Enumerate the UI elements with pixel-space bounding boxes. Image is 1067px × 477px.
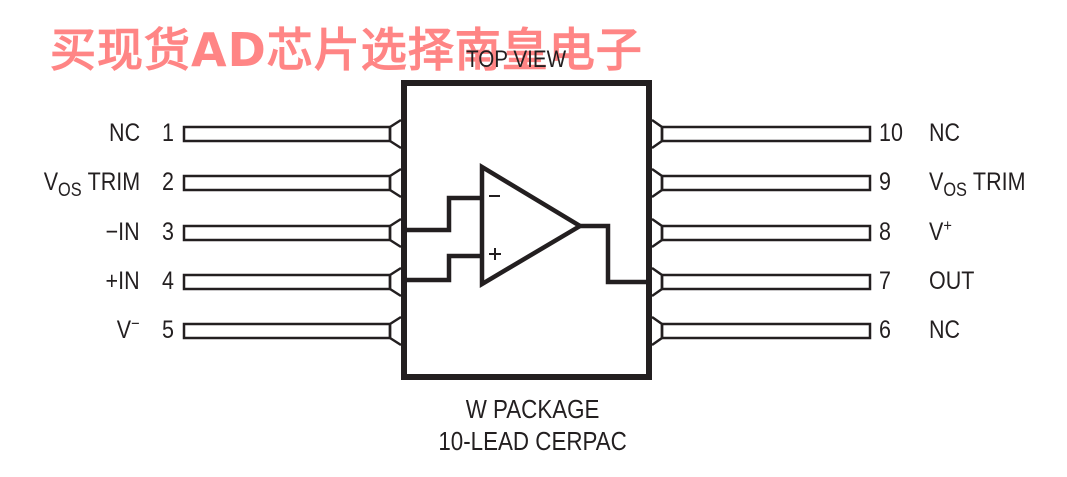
lead-body [660, 224, 872, 242]
pin-number-3: 3 [162, 218, 174, 246]
lead-body [660, 322, 872, 340]
lead-flare [388, 315, 402, 347]
pin-number-9: 9 [879, 168, 891, 196]
wire-inverting-input [404, 195, 482, 233]
pin-name-main: OUT [929, 267, 975, 295]
lead-body [182, 224, 392, 242]
pin-name-main: −IN [105, 218, 140, 246]
pin-number-6: 6 [879, 316, 891, 344]
lead-body [660, 174, 872, 192]
lead-flare [651, 217, 664, 249]
pin-name-superscript: + [943, 216, 952, 235]
pin-name-5: V− [117, 315, 140, 344]
wire-noninverting-input [404, 253, 482, 283]
lead-flare [388, 167, 402, 199]
left-leads [182, 118, 402, 347]
opamp-symbol [404, 163, 649, 288]
lead-pin-6 [651, 315, 872, 347]
pin-name-main: V [929, 218, 944, 246]
lead-pin-2 [182, 167, 402, 199]
wire-output [580, 223, 649, 285]
lead-flare [651, 266, 664, 298]
lead-body [182, 125, 392, 143]
lead-pin-8 [651, 217, 872, 249]
right-leads [651, 118, 872, 347]
lead-flare [388, 217, 402, 249]
pin-name-main: +IN [105, 267, 140, 295]
pin-name-main: NC [929, 316, 961, 344]
lead-pin-7 [651, 266, 872, 298]
pin-number-7: 7 [879, 267, 891, 295]
lead-pin-5 [182, 315, 402, 347]
pin-name-main: NC [929, 119, 961, 147]
lead-body [182, 174, 392, 192]
pin-name-6: NC [929, 318, 960, 343]
pin-name-8: V+ [929, 217, 952, 246]
lead-flare [388, 118, 402, 150]
lead-pin-1 [182, 118, 402, 150]
lead-flare [651, 315, 664, 347]
pin-name-subscript: OS [57, 180, 82, 201]
pin-number-8: 8 [879, 218, 891, 246]
lead-body [660, 273, 872, 291]
pin-name-subscript: OS [943, 180, 967, 201]
pin-number-1: 1 [162, 119, 174, 147]
pin-number-5: 5 [162, 316, 174, 344]
pin-name-main: V [117, 316, 132, 344]
pin-number-2: 2 [162, 168, 174, 196]
lead-flare [388, 266, 402, 298]
package-type: 10-LEAD CERPAC [438, 426, 627, 456]
opamp-triangle [479, 163, 585, 288]
pin-number-10: 10 [879, 119, 903, 147]
lead-flare [651, 118, 664, 150]
watermark-text: 买现货AD芯片选择南皇电子 [50, 23, 643, 77]
top-view-label: TOP VIEW [466, 46, 567, 73]
pin-name-main: NC [108, 119, 140, 147]
pin-name-main: V [929, 168, 944, 196]
pin-name-3: −IN [106, 220, 140, 245]
pin-name-main: V [43, 168, 58, 196]
pin-name-superscript: − [131, 314, 140, 333]
lead-pin-4 [182, 266, 402, 298]
pin-name-10: NC [929, 121, 960, 146]
pin-name-2: VOS TRIM [43, 168, 140, 201]
pin-number-4: 4 [162, 267, 174, 295]
lead-body [182, 322, 392, 340]
pin-name-7: OUT [929, 269, 974, 294]
lead-body [182, 273, 392, 291]
lead-body [660, 125, 872, 143]
package-name: W PACKAGE [465, 394, 600, 424]
lead-pin-3 [182, 217, 402, 249]
pin-name-tail: TRIM [81, 168, 140, 196]
lead-pin-9 [651, 167, 872, 199]
pin-name-1: NC [109, 121, 140, 146]
lead-pin-10 [651, 118, 872, 150]
pin-name-9: VOS TRIM [929, 168, 1026, 201]
lead-flare [651, 167, 664, 199]
pin-name-tail: TRIM [966, 168, 1026, 196]
pin-name-4: +IN [106, 269, 140, 294]
